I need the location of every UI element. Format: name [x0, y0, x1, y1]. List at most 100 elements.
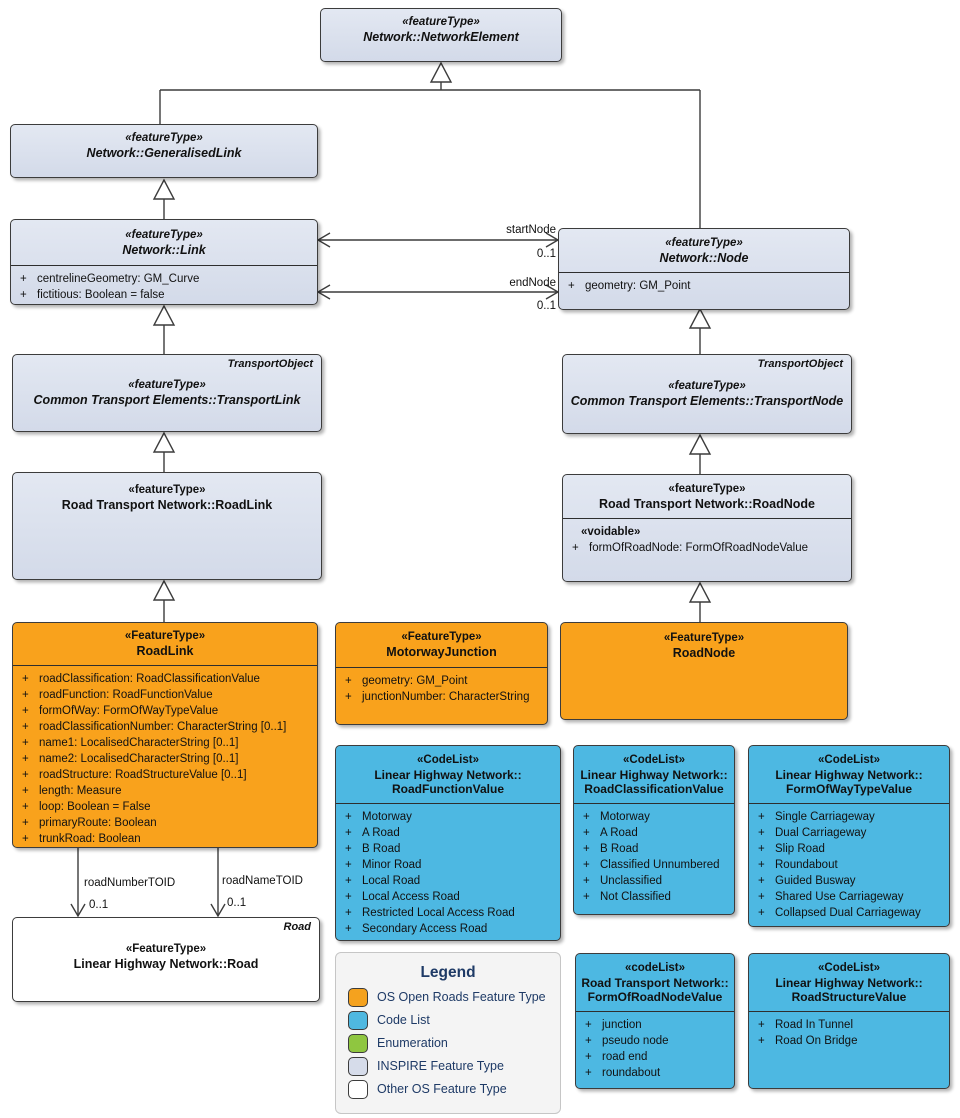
corner-label: Road — [283, 921, 312, 933]
visibility-marker: + — [583, 843, 590, 855]
stereotype-label: «FeatureType» — [125, 943, 207, 955]
stereotype-label: «featureType» — [668, 380, 746, 392]
codelist-item: +Collapsed Dual Carriageway — [755, 905, 945, 921]
corner-label: TransportObject — [227, 358, 313, 370]
stereotype-label: «FeatureType» — [401, 631, 482, 643]
legend-item: OS Open Roads Feature Type — [348, 987, 560, 1007]
corner-label: TransportObject — [757, 358, 843, 370]
class-name: Road Transport Network::RoadLink — [61, 498, 273, 512]
multiplicity-label: 0..1 — [89, 899, 109, 911]
visibility-marker: + — [585, 1051, 592, 1063]
codelist-name: Road Transport Network:: — [581, 975, 729, 990]
visibility-marker: + — [22, 705, 29, 717]
legend-swatch-code-list — [348, 1010, 368, 1030]
visibility-marker: + — [22, 801, 29, 813]
attribute-row: +name2: LocalisedCharacterString [0..1] — [19, 751, 313, 767]
visibility-marker: + — [345, 827, 352, 839]
codelist-item: +pseudo node — [582, 1033, 730, 1049]
visibility-marker: + — [22, 785, 29, 797]
visibility-marker: + — [22, 689, 29, 701]
codelist-item: +Local Road — [342, 873, 556, 889]
visibility-marker: + — [22, 833, 29, 845]
attribute-row: +roadFunction: RoadFunctionValue — [19, 687, 313, 703]
voidable-stereotype: «voidable» — [581, 526, 641, 538]
association-label-start-node: startNode — [506, 224, 556, 236]
multiplicity-label: 0..1 — [536, 248, 556, 260]
codelist-item: +road end — [582, 1049, 730, 1065]
class-name: Linear Highway Network::Road — [73, 957, 259, 971]
attribute-row: +trunkRoad: Boolean — [19, 831, 313, 847]
visibility-marker: + — [583, 891, 590, 903]
class-name: Common Transport Elements::TransportNode — [570, 394, 844, 408]
visibility-marker: + — [345, 811, 352, 823]
codelist-item: +Dual Carriageway — [755, 825, 945, 841]
visibility-marker: + — [345, 843, 352, 855]
legend-item: Code List — [348, 1010, 560, 1030]
codelist-name: Linear Highway Network:: — [374, 767, 522, 782]
attribute-row: +centrelineGeometry: GM_Curve — [17, 271, 313, 287]
stereotype-label: «featureType» — [128, 484, 206, 496]
stereotype-label: «featureType» — [125, 132, 203, 144]
visibility-marker: + — [585, 1035, 592, 1047]
legend: Legend OS Open Roads Feature Type Code L… — [335, 952, 561, 1114]
visibility-marker: + — [758, 811, 765, 823]
codelist-box-road-function-value: «CodeList» Linear Highway Network:: Road… — [335, 745, 561, 941]
attribute-row: +geometry: GM_Point — [342, 673, 543, 689]
visibility-marker: + — [22, 721, 29, 733]
association-label-end-node: endNode — [509, 277, 556, 289]
class-box-road: Road «FeatureType» Linear Highway Networ… — [12, 917, 320, 1002]
codelist-item: +A Road — [580, 825, 730, 841]
class-box-node: «featureType» Network::Node +geometry: G… — [558, 228, 850, 310]
class-name: RoadLink — [136, 644, 194, 658]
codelist-item: +Motorway — [580, 809, 730, 825]
legend-swatch-enumeration — [348, 1033, 368, 1053]
multiplicity-label: 0..1 — [227, 897, 247, 909]
attribute-row: +length: Measure — [19, 783, 313, 799]
visibility-marker: + — [345, 923, 352, 935]
codelist-item: +Single Carriageway — [755, 809, 945, 825]
attribute-row: +name1: LocalisedCharacterString [0..1] — [19, 735, 313, 751]
class-box-road-node: «FeatureType» RoadNode — [560, 622, 848, 720]
visibility-marker: + — [758, 875, 765, 887]
stereotype-label: «featureType» — [402, 16, 480, 28]
class-box-motorway-junction: «FeatureType» MotorwayJunction +geometry… — [335, 622, 548, 725]
visibility-marker: + — [758, 843, 765, 855]
codelist-item: +Guided Busway — [755, 873, 945, 889]
codelist-box-road-classification-value: «CodeList» Linear Highway Network:: Road… — [573, 745, 735, 915]
codelist-name: RoadFunctionValue — [391, 782, 504, 796]
class-name: Network::Node — [659, 251, 749, 265]
visibility-marker: + — [345, 675, 352, 687]
stereotype-label: «featureType» — [125, 229, 203, 241]
codelist-item: +B Road — [342, 841, 556, 857]
codelist-item: +roundabout — [582, 1065, 730, 1081]
attribute-row: +formOfWay: FormOfWayTypeValue — [19, 703, 313, 719]
attribute-row: +roadClassification: RoadClassificationV… — [19, 671, 313, 687]
class-box-generalised-link: «featureType» Network::GeneralisedLink — [10, 124, 318, 178]
codelist-item: +Classified Unnumbered — [580, 857, 730, 873]
stereotype-label: «FeatureType» — [124, 630, 206, 642]
multiplicity-label: 0..1 — [536, 300, 556, 312]
visibility-marker: + — [345, 691, 352, 703]
codelist-item: +B Road — [580, 841, 730, 857]
stereotype-label: «featureType» — [668, 483, 746, 495]
visibility-marker: + — [758, 1035, 765, 1047]
codelist-item: +Not Classified — [580, 889, 730, 905]
attribute-row: +loop: Boolean = False — [19, 799, 313, 815]
codelist-item: +Minor Road — [342, 857, 556, 873]
legend-item: Enumeration — [348, 1033, 560, 1053]
class-box-road-link: «FeatureType» RoadLink +roadClassificati… — [12, 622, 318, 848]
visibility-marker: + — [583, 811, 590, 823]
codelist-item: +Local Access Road — [342, 889, 556, 905]
codelist-name: RoadStructureValue — [791, 990, 907, 1004]
stereotype-label: «CodeList» — [818, 754, 880, 766]
visibility-marker: + — [758, 1019, 765, 1031]
codelist-item: +A Road — [342, 825, 556, 841]
legend-item: Other OS Feature Type — [348, 1079, 560, 1099]
visibility-marker: + — [583, 827, 590, 839]
codelist-box-form-of-road-node-value: «codeList» Road Transport Network:: Form… — [575, 953, 735, 1089]
stereotype-label: «FeatureType» — [663, 632, 745, 644]
visibility-marker: + — [345, 859, 352, 871]
legend-swatch-inspire — [348, 1056, 368, 1076]
association-label-road-number-toid: roadNumberTOID — [84, 877, 176, 889]
attribute-row: +junctionNumber: CharacterString — [342, 689, 543, 705]
